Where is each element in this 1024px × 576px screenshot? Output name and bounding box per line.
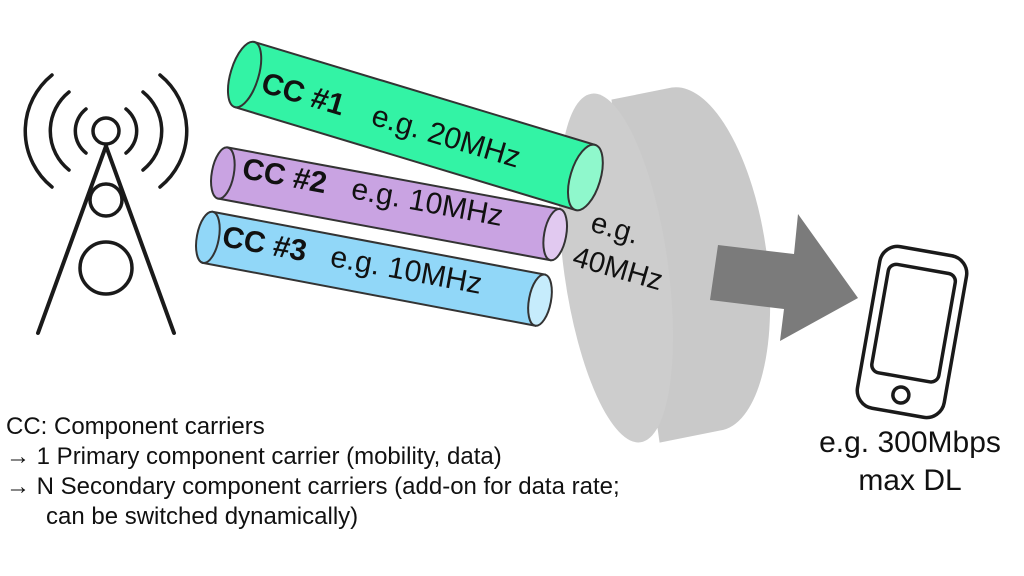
legend-line-3: → N Secondary component carriers (add-on… (6, 473, 620, 500)
result-line-2: max DL (858, 464, 962, 497)
arrow-icon (710, 214, 858, 341)
cc3-cylinder (195, 210, 553, 327)
legend-line-2: → 1 Primary component carrier (mobility,… (6, 443, 502, 470)
aggregate-cylinder (558, 87, 771, 443)
legend: CC: Component carriers → 1 Primary compo… (6, 412, 620, 532)
cc2-cylinder (210, 146, 568, 262)
tower-icon (23, 73, 189, 335)
legend-line-1: CC: Component carriers (6, 413, 265, 440)
legend-line-4: can be switched dynamically) (46, 503, 359, 530)
cc1-cylinder (226, 40, 604, 212)
phone-icon (855, 244, 969, 420)
result-label: e.g. 300Mbps max DL (790, 424, 1024, 500)
result-line-1: e.g. 300Mbps (819, 426, 1001, 459)
